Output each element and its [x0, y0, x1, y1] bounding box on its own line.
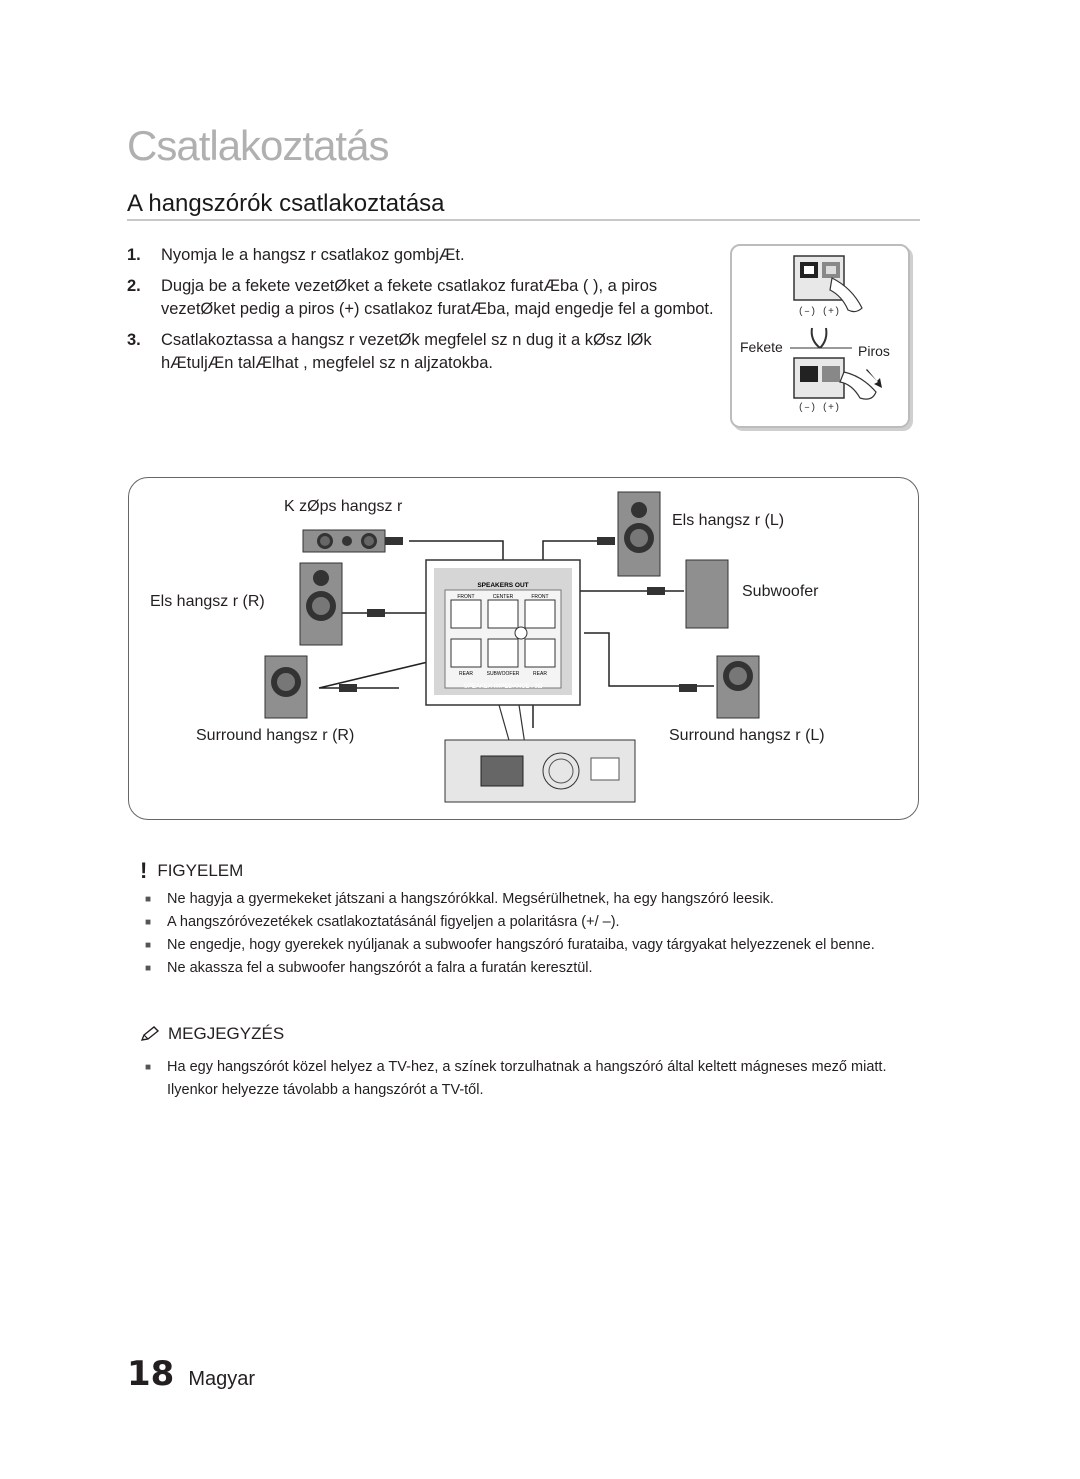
red-wire-label: Piros [858, 343, 890, 359]
note-item-text: Ha egy hangszórót közel helyez a TV-hez,… [167, 1059, 887, 1098]
list-item: ■ Ne akassza fel a subwoofer hangszórót … [145, 957, 935, 980]
step-3: 3. Csatlakoztassa a hangsz r vezetØk meg… [127, 329, 717, 375]
list-item: ■ A hangszóróvezetékek csatlakoztatásáná… [145, 911, 935, 934]
surround-right-speaker-label: Surround hangsz r (R) [196, 727, 355, 744]
square-bullet-icon: ■ [145, 963, 152, 974]
surround-left-speaker-graphic [679, 655, 760, 719]
step-text: Dugja be a fekete vezetØket a fekete csa… [161, 277, 714, 318]
page-number: 18 [127, 1354, 175, 1394]
list-item: ■ Ha egy hangszórót közel helyez a TV-he… [145, 1056, 935, 1102]
panel-center-label: CENTER [493, 594, 514, 600]
panel-rear-l-label: REAR [533, 671, 547, 677]
square-bullet-icon: ■ [145, 1062, 152, 1073]
warning-item-text: Ne akassza fel a subwoofer hangszórót a … [167, 960, 593, 976]
panel-subwoofer-label: SUBWOOFER [487, 671, 520, 677]
upper-polarity-label: (–) (+) [798, 306, 840, 318]
center-speaker-graphic [302, 529, 403, 553]
panel-front-l-label: FRONT [531, 594, 548, 600]
front-right-speaker-graphic [299, 562, 385, 646]
chapter-title: Csatlakoztatás [127, 122, 389, 169]
note-heading: MEGJEGYZÉS [140, 1024, 284, 1044]
panel-front-r-label: FRONT [457, 594, 474, 600]
step-1: 1. Nyomja le a hangsz r csatlakoz gombjÆ… [127, 244, 717, 267]
front-left-speaker-graphic [597, 491, 661, 577]
note-list: ■ Ha egy hangszórót közel helyez a TV-he… [145, 1056, 935, 1102]
panel-impedance-label: SPEAKER IMPEDANCE : 3Ω [464, 684, 543, 690]
step-text: Csatlakoztassa a hangsz r vezetØk megfel… [161, 331, 652, 372]
front-left-speaker-label: Els hangsz r (L) [672, 512, 785, 529]
speaker-terminal-illustration: (–) (+) Fekete Piros (–) (+) [740, 255, 890, 414]
subwoofer-label: Subwoofer [742, 583, 819, 600]
step-number: 1. [127, 246, 141, 264]
section-divider [127, 219, 920, 221]
list-item: ■ Ne engedje, hogy gyerekek nyúljanak a … [145, 934, 935, 957]
center-speaker-label: K zØps hangsz r [284, 498, 403, 515]
speaker-connection-diagram: SPEAKERS OUT FRONT CENTER FRONT REAR SUB… [128, 477, 919, 820]
warning-item-text: A hangszóróvezetékek csatlakoztatásánál … [167, 914, 620, 930]
instruction-steps: 1. Nyomja le a hangsz r csatlakoz gombjÆ… [127, 244, 717, 383]
step-number: 2. [127, 277, 141, 295]
square-bullet-icon: ■ [145, 894, 152, 905]
speakers-out-panel-graphic: SPEAKERS OUT FRONT CENTER FRONT REAR SUB… [425, 559, 581, 706]
surround-left-speaker-label: Surround hangsz r (L) [669, 727, 825, 744]
connection-diagram-graphic: SPEAKERS OUT FRONT CENTER FRONT REAR SUB… [264, 491, 760, 803]
note-title: MEGJEGYZÉS [168, 1024, 285, 1043]
section-title: A hangszórók csatlakoztatása [127, 190, 445, 217]
pencil-note-icon [140, 1026, 160, 1041]
black-wire-label: Fekete [740, 339, 783, 355]
main-unit-rear-graphic [444, 739, 636, 803]
warning-list: ■ Ne hagyja a gyermekeket játszani a han… [145, 888, 935, 980]
warning-heading: ! FIGYELEM [140, 858, 243, 884]
warning-item-text: Ne engedje, hogy gyerekek nyúljanak a su… [167, 937, 875, 953]
step-number: 3. [127, 331, 141, 349]
step-text: Nyomja le a hangsz r csatlakoz gombjÆt. [161, 246, 465, 264]
square-bullet-icon: ■ [145, 940, 152, 951]
front-right-speaker-label: Els hangsz r (R) [150, 593, 265, 610]
list-item: ■ Ne hagyja a gyermekeket játszani a han… [145, 888, 935, 911]
warning-title: FIGYELEM [157, 861, 244, 880]
panel-title: SPEAKERS OUT [477, 582, 528, 589]
step-2: 2. Dugja be a fekete vezetØket a fekete … [127, 275, 717, 321]
panel-rear-r-label: REAR [459, 671, 473, 677]
surround-right-speaker-graphic [264, 655, 357, 719]
lower-polarity-label: (–) (+) [798, 402, 840, 414]
page-footer: 18 Magyar [127, 1354, 255, 1394]
square-bullet-icon: ■ [145, 917, 152, 928]
language-label: Magyar [188, 1368, 256, 1390]
terminal-inset-illustration: (–) (+) Fekete Piros (–) (+) [730, 244, 910, 428]
exclamation-icon: ! [140, 858, 148, 883]
subwoofer-graphic [647, 559, 729, 629]
warning-item-text: Ne hagyja a gyermekeket játszani a hangs… [167, 891, 774, 907]
